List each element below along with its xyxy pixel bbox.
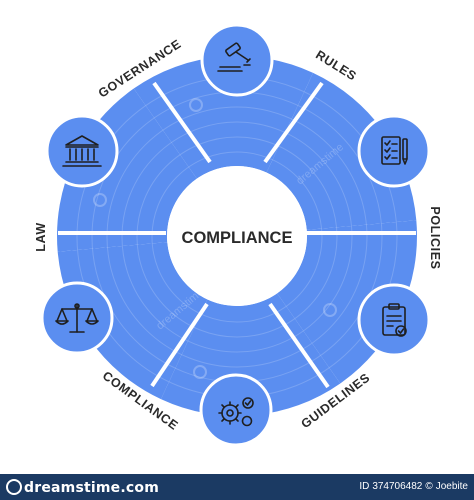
icon-bubble-law <box>45 114 119 188</box>
segment-dividers <box>58 81 416 389</box>
ring-segment-rules <box>266 72 417 230</box>
footer-id-value: 374706482 <box>372 481 423 492</box>
label-law: LAW <box>34 222 48 252</box>
ring-segment-governance <box>133 55 314 179</box>
balance-scale-icon <box>55 303 99 333</box>
label-policies: POLICIES <box>428 206 442 269</box>
icon-bubble-rules <box>357 114 431 188</box>
icon-bubble-compliance <box>40 281 114 355</box>
ring-segments <box>57 55 417 416</box>
footer-copyright: © <box>425 481 433 492</box>
checklist-document-icon <box>381 136 408 165</box>
footer-logo: dreamstime.com <box>6 479 159 496</box>
clipboard-check-icon <box>382 303 407 337</box>
footer-id-label: ID <box>359 481 370 492</box>
gears-check-icon <box>218 397 254 427</box>
icon-bubble-policies <box>357 283 431 357</box>
ring-segment-policies <box>277 220 417 384</box>
footer-logo-text: dreamstime.com <box>24 480 159 496</box>
gavel-icon <box>217 42 251 72</box>
footer-author: Joebite <box>435 481 468 492</box>
center-label: COMPLIANCE <box>182 229 293 247</box>
dreamstime-logo-icon <box>6 479 22 495</box>
ring-segment-guidelines <box>160 293 341 416</box>
icon-bubble-guidelines <box>199 373 273 447</box>
ring-segment-law <box>57 88 197 252</box>
icon-bubble-governance <box>200 23 274 97</box>
center-circle <box>167 166 307 306</box>
courthouse-icon <box>62 135 102 167</box>
